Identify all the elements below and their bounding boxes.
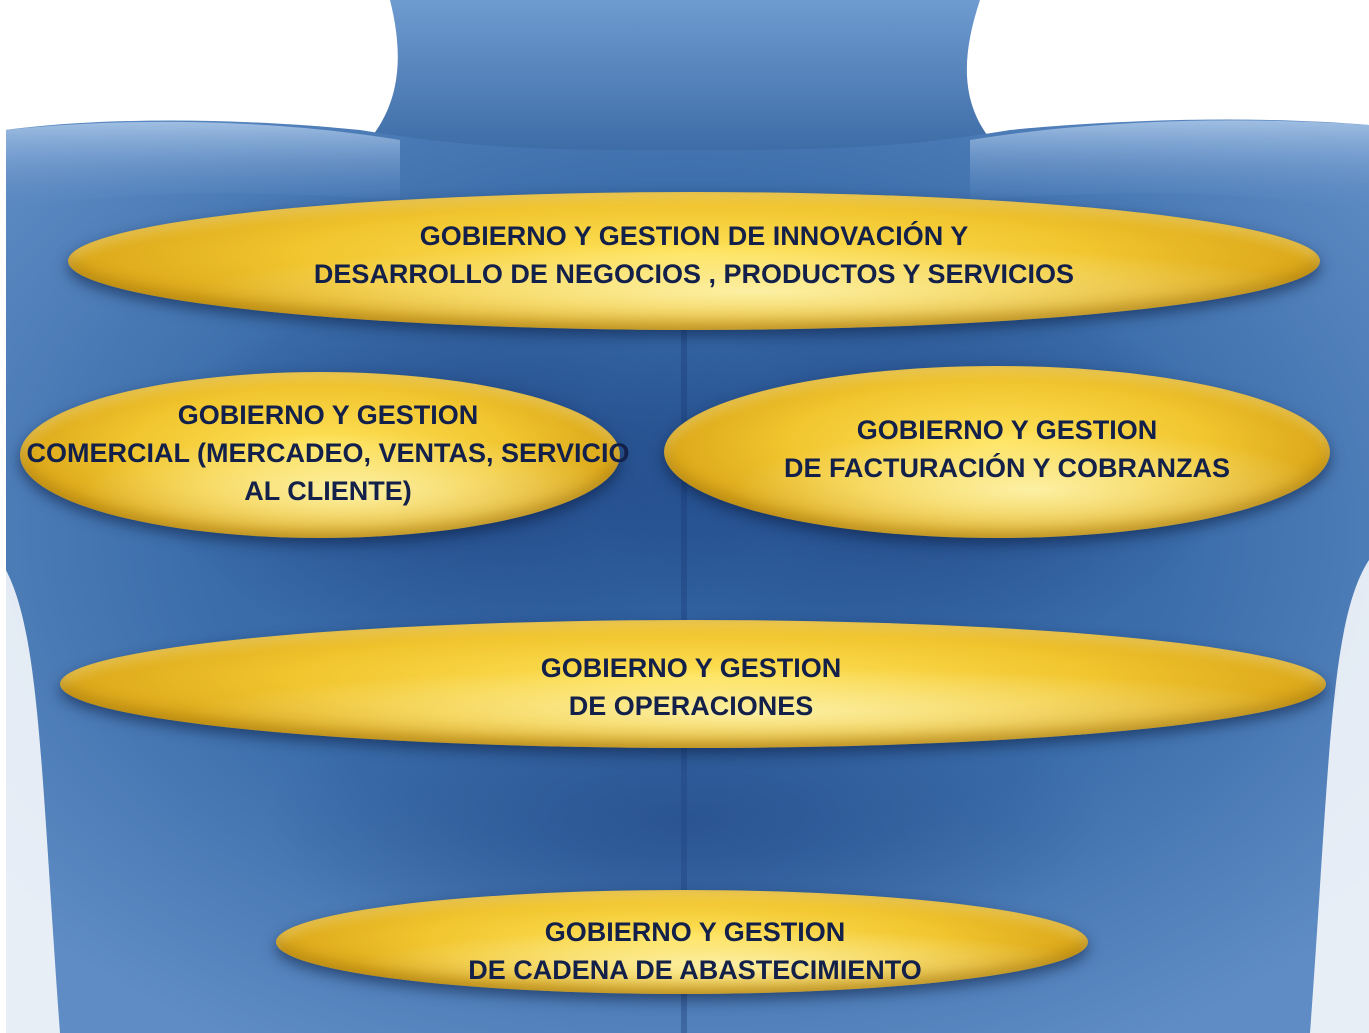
area-innovacion-ellipse bbox=[68, 192, 1320, 330]
area-operaciones-line1: GOBIERNO Y GESTION bbox=[540, 653, 842, 683]
area-facturacion-line2: DE FACTURACIÓN Y COBRANZAS bbox=[783, 453, 1231, 483]
area-abastecimiento-line1: GOBIERNO Y GESTION bbox=[544, 917, 846, 947]
area-facturacion-line1: GOBIERNO Y GESTION bbox=[856, 415, 1158, 445]
area-operaciones-label: GOBIERNO Y GESTION DE OPERACIONES bbox=[60, 649, 1322, 725]
area-facturacion-ellipse bbox=[664, 366, 1330, 538]
area-abastecimiento-ellipse bbox=[276, 890, 1088, 994]
area-comercial-line1: GOBIERNO Y GESTION bbox=[177, 400, 479, 430]
area-abastecimiento-line2: DE CADENA DE ABASTECIMIENTO bbox=[468, 955, 922, 985]
area-facturacion-label: GOBIERNO Y GESTION DE FACTURACIÓN Y COBR… bbox=[674, 411, 1340, 487]
area-comercial-ellipse bbox=[20, 372, 620, 538]
area-innovacion-line1: GOBIERNO Y GESTION DE INNOVACIÓN Y bbox=[419, 221, 969, 251]
area-comercial-line3: AL CLIENTE) bbox=[244, 476, 412, 506]
area-comercial-line2: COMERCIAL (MERCADEO, VENTAS, SERVICIO bbox=[26, 438, 630, 468]
area-innovacion-line2: DESARROLLO DE NEGOCIOS , PRODUCTOS Y SER… bbox=[313, 259, 1075, 289]
area-operaciones-ellipse bbox=[60, 620, 1326, 748]
area-comercial-label: GOBIERNO Y GESTION COMERCIAL (MERCADEO, … bbox=[20, 396, 636, 510]
area-operaciones-line2: DE OPERACIONES bbox=[568, 691, 814, 721]
area-abastecimiento-label: GOBIERNO Y GESTION DE CADENA DE ABASTECI… bbox=[286, 913, 1104, 989]
area-innovacion-label: GOBIERNO Y GESTION DE INNOVACIÓN Y DESAR… bbox=[68, 217, 1320, 293]
